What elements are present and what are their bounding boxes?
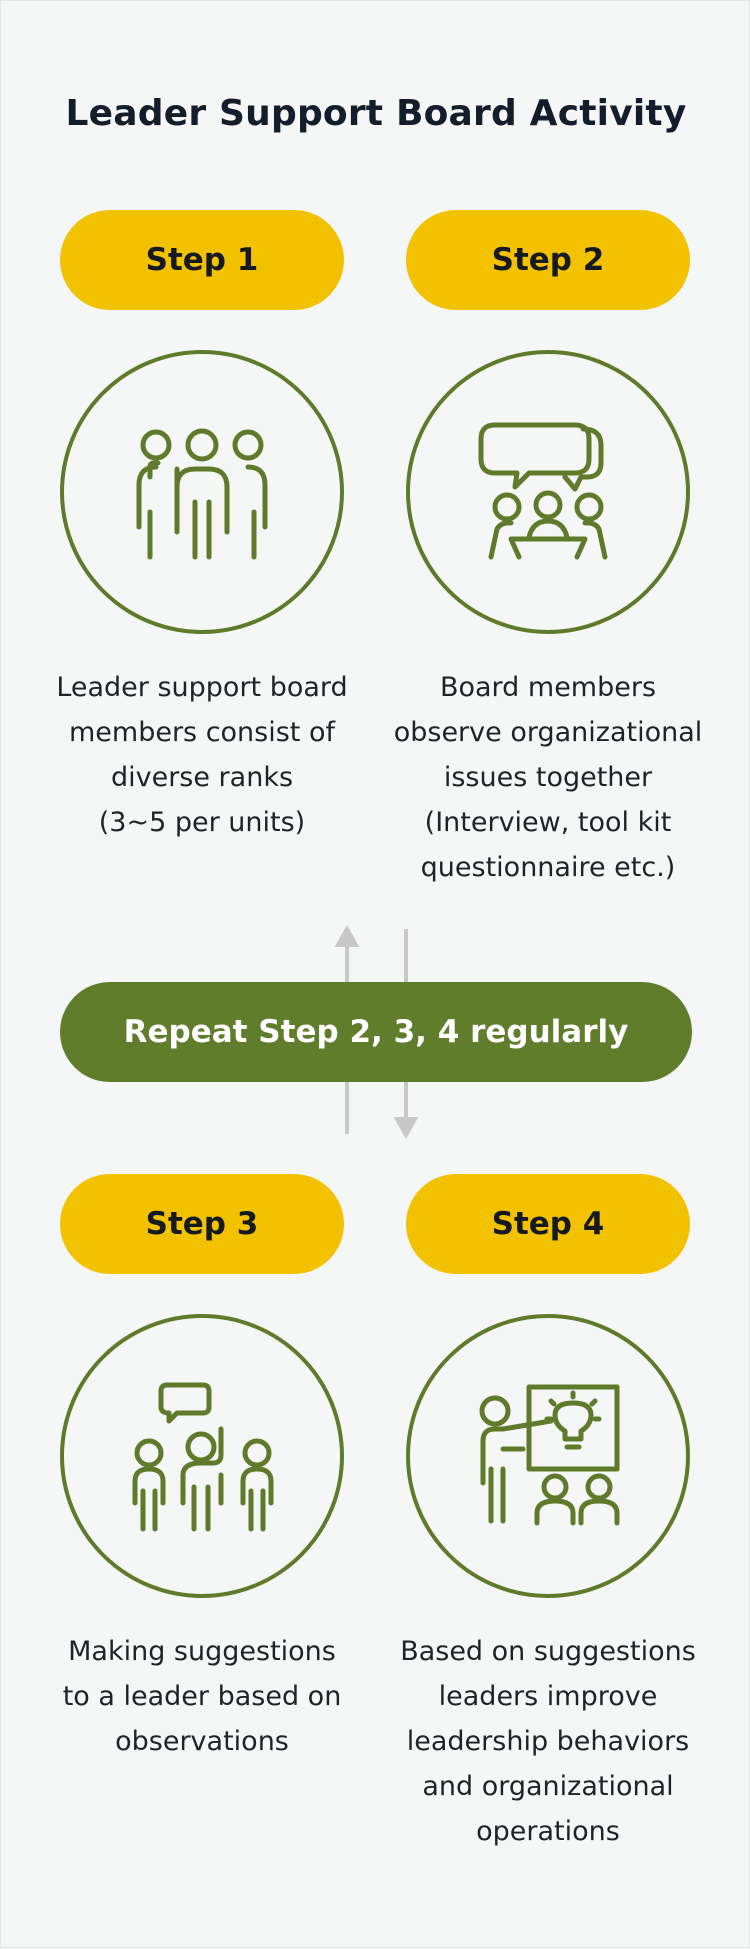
step-3-line: Making suggestions xyxy=(68,1636,336,1667)
up-arrow-icon xyxy=(334,924,360,947)
step-4-line: leadership behaviors xyxy=(406,1726,690,1757)
step-3-line: to a leader based on xyxy=(62,1681,342,1712)
step-2-circle xyxy=(406,350,690,634)
step-3-description: Making suggestions to a leader based on … xyxy=(42,1629,362,1764)
step-3-line: observations xyxy=(115,1726,289,1757)
step-1-circle xyxy=(60,350,344,634)
step-1-description: Leader support board members consist of … xyxy=(42,665,362,845)
step-1-pill: Step 1 xyxy=(60,210,344,310)
step-2-line: Board members xyxy=(439,672,657,703)
repeat-steps-banner: Repeat Step 2, 3, 4 regularly xyxy=(60,982,692,1082)
down-arrow-icon xyxy=(393,1117,419,1140)
step-1-line: diverse ranks xyxy=(110,762,294,793)
presentation-lightbulb-icon xyxy=(479,1384,620,1526)
step-4-line: Based on suggestions xyxy=(400,1636,696,1667)
step-4-line: leaders improve xyxy=(438,1681,658,1712)
step-4-line: operations xyxy=(476,1816,620,1847)
raising-hand-suggestion-icon xyxy=(132,1382,274,1532)
step-1-line: Leader support board xyxy=(56,672,348,703)
step-4-pill: Step 4 xyxy=(406,1174,690,1274)
step-2-line: questionnaire etc.) xyxy=(420,852,676,883)
group-of-people-icon xyxy=(136,428,268,560)
page-title: Leader Support Board Activity xyxy=(65,93,687,134)
step-1-line: members consist of xyxy=(68,717,336,748)
step-2-line: issues together xyxy=(443,762,653,793)
step-4-line: and organizational xyxy=(422,1771,674,1802)
step-2-description: Board members observe organizational iss… xyxy=(388,665,708,890)
step-4-description: Based on suggestions leaders improve lea… xyxy=(388,1629,708,1854)
step-2-line: observe organizational xyxy=(393,717,703,748)
step-2-pill: Step 2 xyxy=(406,210,690,310)
step-3-circle xyxy=(60,1314,344,1598)
step-4-circle xyxy=(406,1314,690,1598)
step-2-line: (Interview, tool kit xyxy=(424,807,672,838)
meeting-discussion-icon xyxy=(478,422,608,560)
step-1-line: (3~5 per units) xyxy=(98,807,306,838)
step-3-pill: Step 3 xyxy=(60,1174,344,1274)
